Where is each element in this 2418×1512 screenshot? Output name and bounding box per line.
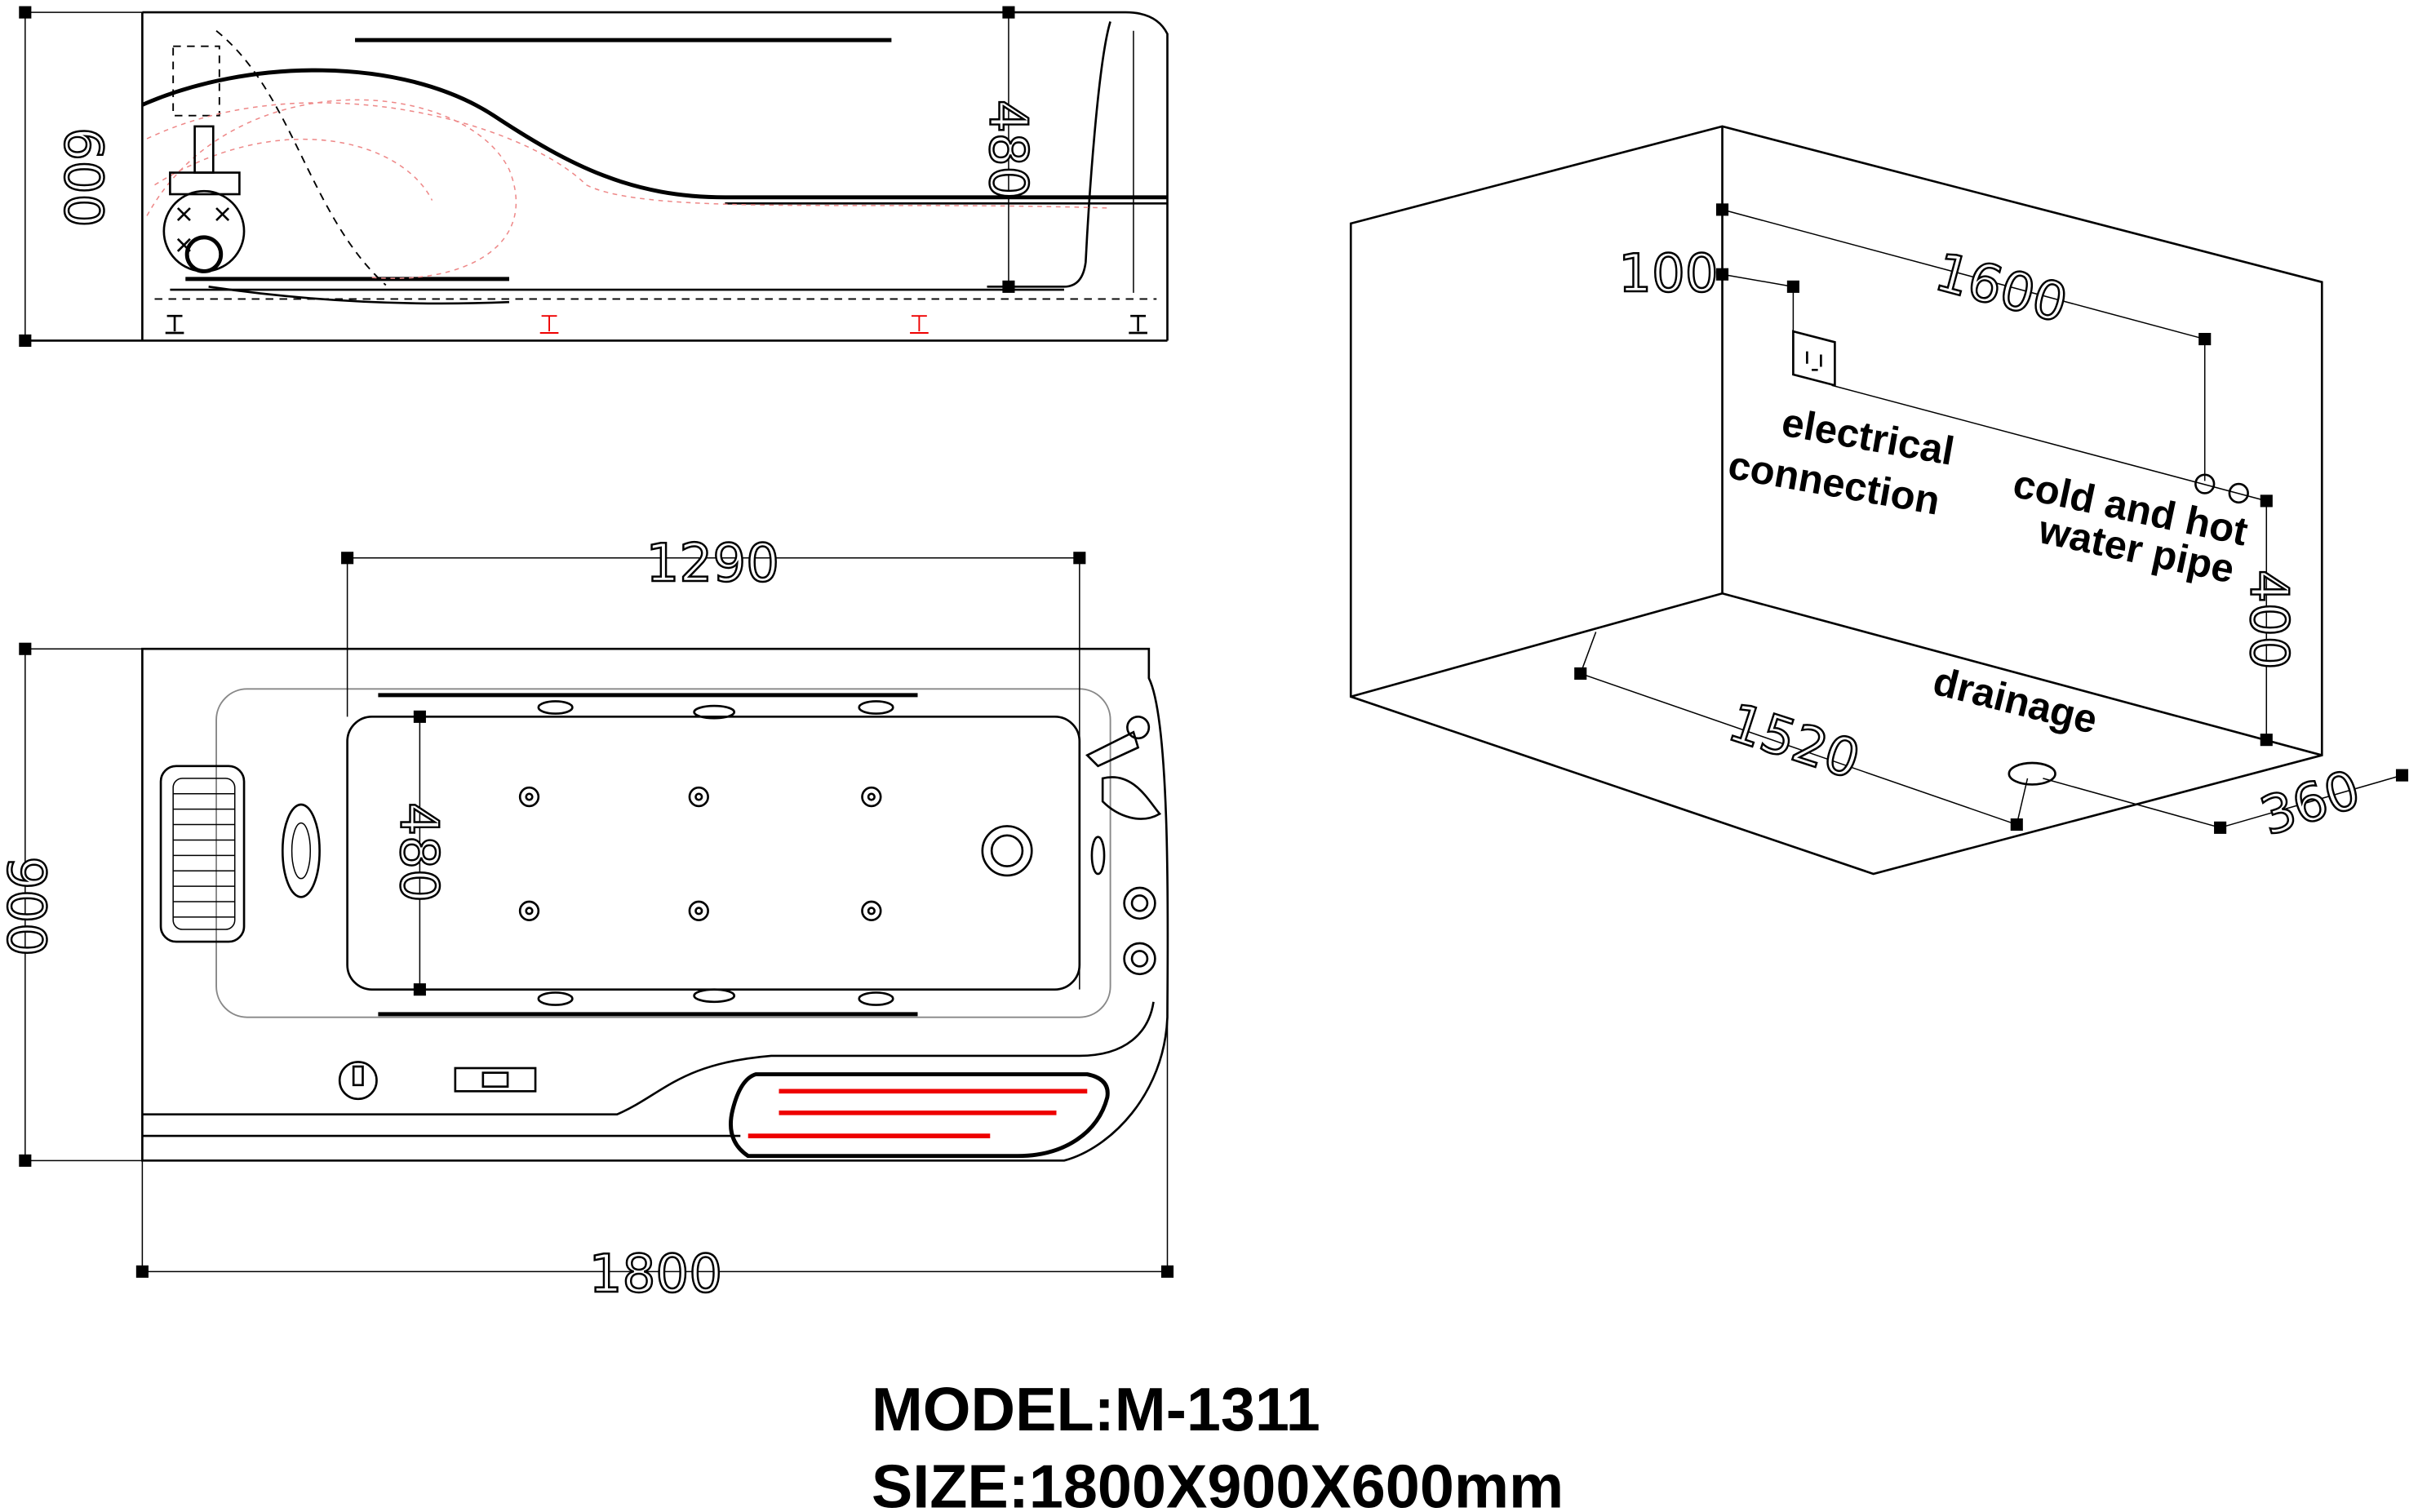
jet-icon xyxy=(518,786,882,921)
control-panel-icon xyxy=(454,1066,537,1093)
foot-icon xyxy=(165,314,184,335)
dim-length-1800: 1800 xyxy=(589,1244,722,1305)
foot-icon xyxy=(910,315,929,334)
dim-inner-length-1290: 1290 xyxy=(646,533,779,594)
size-label: SIZE:1800X900X600mm xyxy=(872,1452,1564,1512)
water-pipe-icon xyxy=(2194,473,2249,504)
button-icon xyxy=(1123,886,1156,976)
dim-width-900: 900 xyxy=(0,856,56,956)
side-view: 600 480 xyxy=(19,6,1169,347)
top-view: 1290 480 900 1800 xyxy=(0,532,1174,1306)
installation-view: 1600 100 400 electrical connection cold … xyxy=(1349,125,2409,876)
dim-wall-1600: 1600 xyxy=(1929,242,2074,335)
pillow-icon xyxy=(159,765,246,943)
foot-icon xyxy=(539,315,559,334)
drain-icon xyxy=(981,825,1033,877)
foot-icon xyxy=(1129,314,1147,335)
faucet-icon xyxy=(1085,716,1162,820)
model-label: MODEL:M-1311 xyxy=(872,1376,1320,1444)
floor-drain-icon xyxy=(2008,761,2056,786)
dim-height-600: 600 xyxy=(52,127,113,228)
dim-drain-offset-360: 360 xyxy=(2253,759,2367,848)
dim-pipe-height-400: 400 xyxy=(2238,570,2299,670)
knob-icon xyxy=(338,1061,378,1101)
dim-inner-depth-480: 480 xyxy=(977,100,1038,200)
dim-offset-100: 100 xyxy=(1618,243,1719,304)
dim-inner-width-480: 480 xyxy=(388,802,450,902)
dim-drain-1520: 1520 xyxy=(1721,692,1867,791)
electrical-outlet-icon xyxy=(1792,330,1836,387)
